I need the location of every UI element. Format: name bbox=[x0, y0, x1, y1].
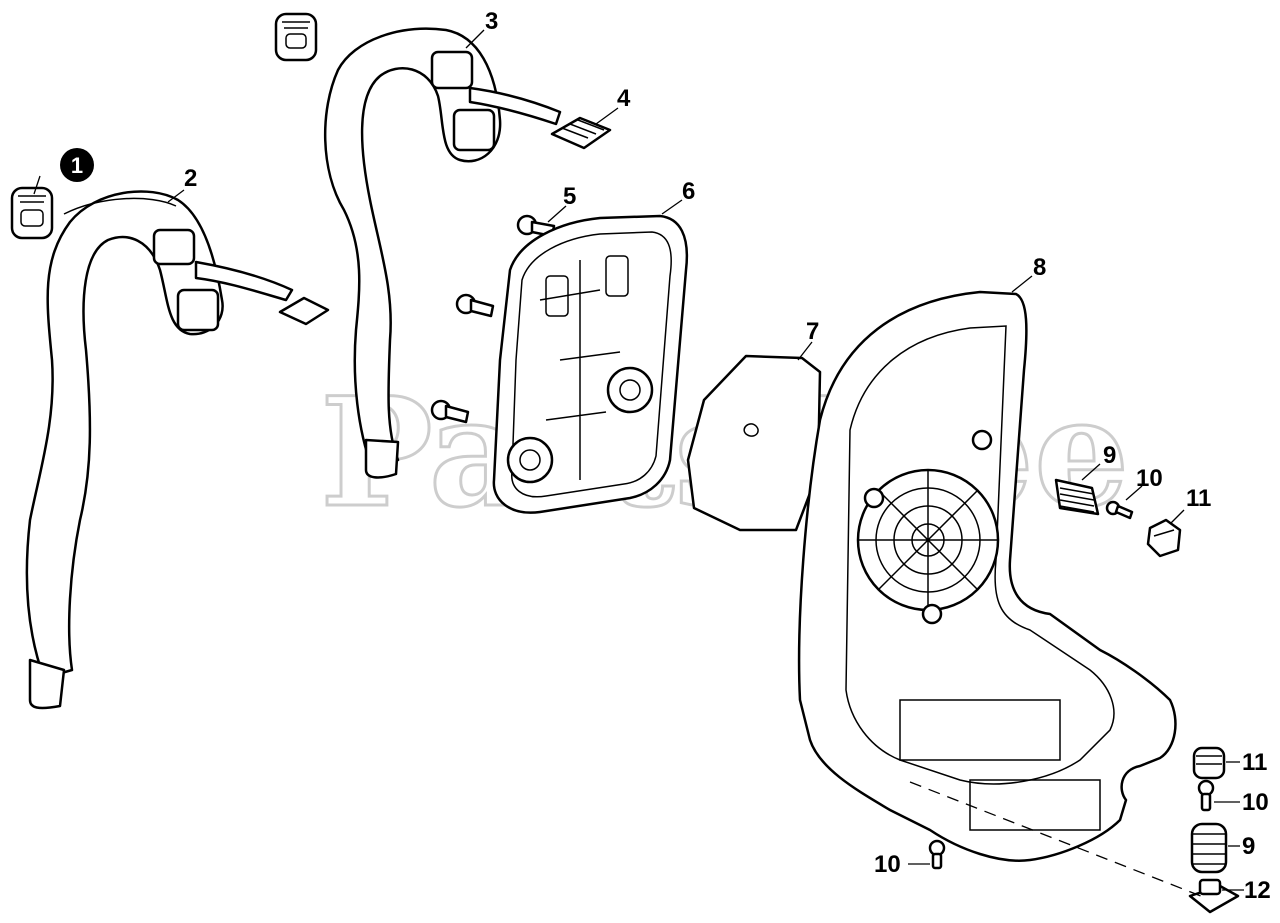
assembly-line bbox=[909, 781, 1207, 899]
nut-upper[interactable] bbox=[1146, 518, 1182, 558]
callout-10-bottom[interactable]: 10 bbox=[874, 851, 901, 878]
shoulder-strap-right[interactable] bbox=[323, 27, 562, 479]
callout-7[interactable]: 7 bbox=[806, 318, 819, 345]
buckle-clip-upper[interactable] bbox=[274, 12, 318, 62]
callout-2[interactable]: 2 bbox=[184, 165, 197, 192]
spring-upper[interactable] bbox=[1054, 478, 1100, 516]
callout-9-upper[interactable]: 9 bbox=[1103, 442, 1116, 469]
svg-text:1: 1 bbox=[71, 153, 83, 178]
screw-right[interactable] bbox=[1197, 779, 1215, 812]
callout-10-right[interactable]: 10 bbox=[1242, 789, 1269, 816]
callout-11-upper[interactable]: 11 bbox=[1186, 485, 1211, 512]
callout-11-right[interactable]: 11 bbox=[1242, 749, 1267, 776]
callout-8[interactable]: 8 bbox=[1033, 254, 1046, 281]
spring-lower[interactable] bbox=[1190, 822, 1228, 874]
callout-6[interactable]: 6 bbox=[682, 178, 695, 205]
buckle-clip-left[interactable] bbox=[10, 186, 54, 240]
callout-3[interactable]: 3 bbox=[485, 8, 498, 35]
gasket[interactable] bbox=[686, 354, 822, 532]
callout-4[interactable]: 4 bbox=[617, 85, 631, 112]
nut-right[interactable] bbox=[1192, 746, 1226, 780]
callout-9-right[interactable]: 9 bbox=[1242, 833, 1255, 860]
callout-12[interactable]: 12 bbox=[1244, 877, 1271, 904]
callout-5[interactable]: 5 bbox=[563, 183, 576, 210]
strap-adjuster[interactable] bbox=[550, 116, 612, 150]
back-frame[interactable] bbox=[797, 290, 1177, 862]
back-plate[interactable] bbox=[492, 214, 689, 514]
shoulder-strap-left[interactable] bbox=[25, 190, 330, 710]
screw-bottom[interactable] bbox=[928, 839, 946, 870]
callout-10-upper[interactable]: 10 bbox=[1136, 465, 1163, 492]
leader-lines bbox=[33, 29, 1244, 891]
damper-base[interactable] bbox=[1188, 878, 1240, 914]
screw-upper[interactable] bbox=[1105, 500, 1134, 520]
callout-1[interactable]: 1 bbox=[60, 148, 94, 182]
